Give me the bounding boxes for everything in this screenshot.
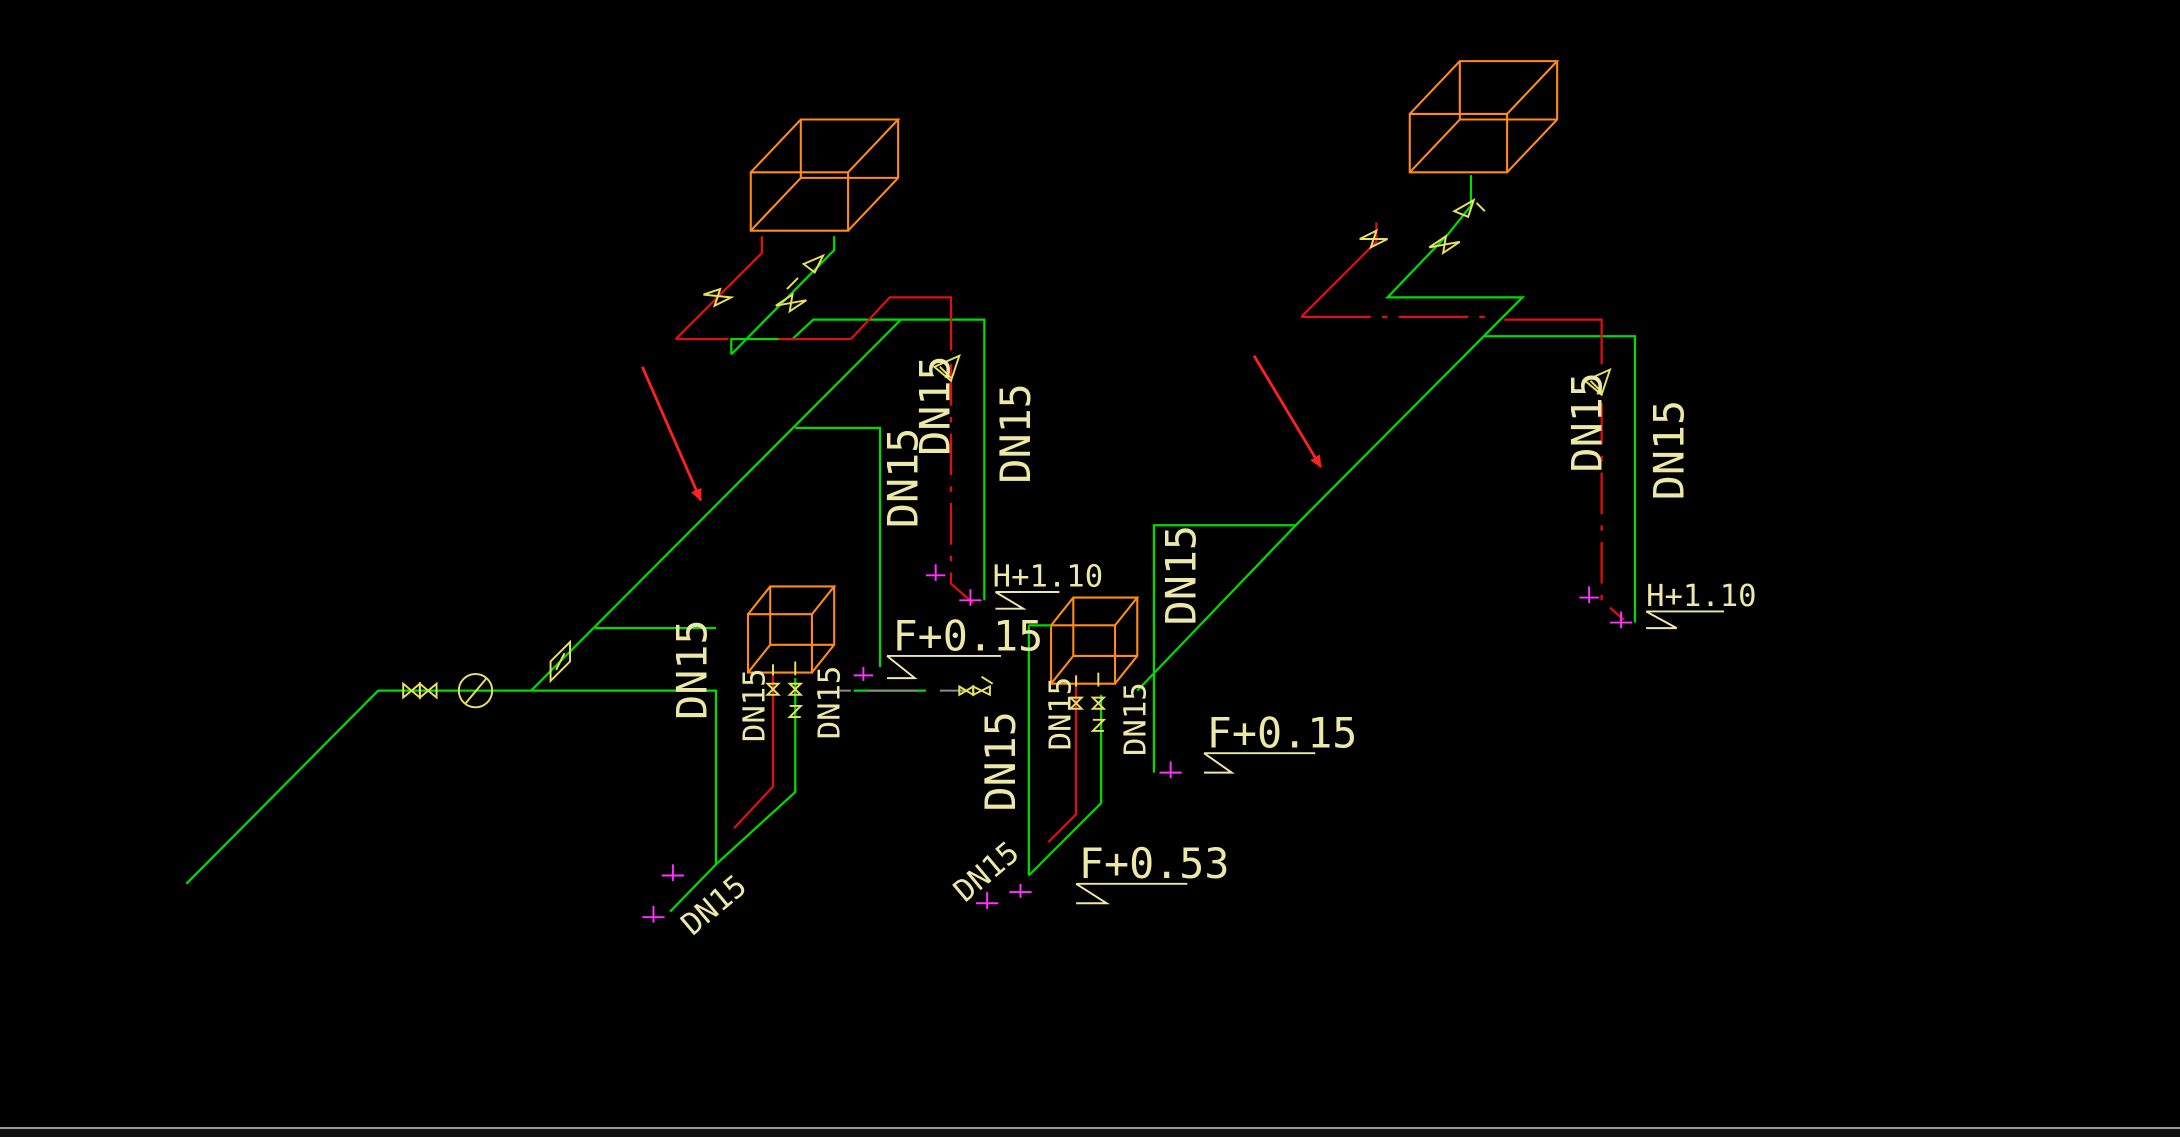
pointer-arrow-icon <box>641 366 702 502</box>
fan-coil-unit-upper-left[interactable] <box>749 118 901 232</box>
elevation-f015-label: F+0.15 <box>893 611 1044 660</box>
dn15-label: DN15 <box>667 619 716 719</box>
meter-icon[interactable] <box>457 673 494 709</box>
elevation-h110-label: H+1.10 <box>1646 579 1756 614</box>
pipe-end-markers <box>642 564 1633 923</box>
dn15-label: DN15 <box>1119 682 1154 756</box>
gate-valve-icon[interactable] <box>958 675 994 697</box>
elevation-f053-label: F+0.53 <box>1079 839 1230 888</box>
dn15-label: DN15 <box>976 711 1025 811</box>
air-vent-icon[interactable] <box>932 353 1612 397</box>
fan-coil-unit-lower-middle[interactable] <box>1050 596 1140 685</box>
dn15-label: DN15 <box>1645 400 1694 500</box>
gate-valve-icon[interactable] <box>1359 198 1486 255</box>
gate-valve-icon[interactable] <box>402 681 438 700</box>
status-bar <box>0 1127 2180 1137</box>
elevation-symbols <box>886 591 1724 905</box>
dn15-label: DN15 <box>991 383 1040 483</box>
return-pipe-network <box>674 222 1625 843</box>
dn15-label: DN15 <box>813 666 848 740</box>
pointer-arrow-icon <box>1252 355 1322 469</box>
dn15-label: DN15 <box>911 355 960 455</box>
supply-pipe-network <box>185 175 1637 913</box>
gate-valve-icon[interactable] <box>765 661 804 719</box>
dn15-label: DN15 <box>675 869 754 943</box>
dn15-label: DN15 <box>1563 372 1612 472</box>
dn15-label: DN15 <box>1044 677 1079 751</box>
dn15-label: DN15 <box>738 668 773 742</box>
dn15-label: DN15 <box>879 428 928 528</box>
gate-valve-icon[interactable] <box>1068 672 1107 732</box>
fan-coil-unit-upper-right[interactable] <box>1408 60 1560 174</box>
fan-coil-unit-lower-left[interactable] <box>746 585 837 674</box>
strainer-icon[interactable] <box>549 639 571 684</box>
elevation-labels: H+1.10 F+0.15 F+0.15 F+0.53 H+1.10 <box>893 559 1757 888</box>
gate-valve-icon[interactable] <box>703 253 826 314</box>
dn15-label: DN15 <box>1157 525 1206 625</box>
elevation-f015-label: F+0.15 <box>1207 709 1358 758</box>
elevation-h110-label: H+1.10 <box>993 559 1103 594</box>
